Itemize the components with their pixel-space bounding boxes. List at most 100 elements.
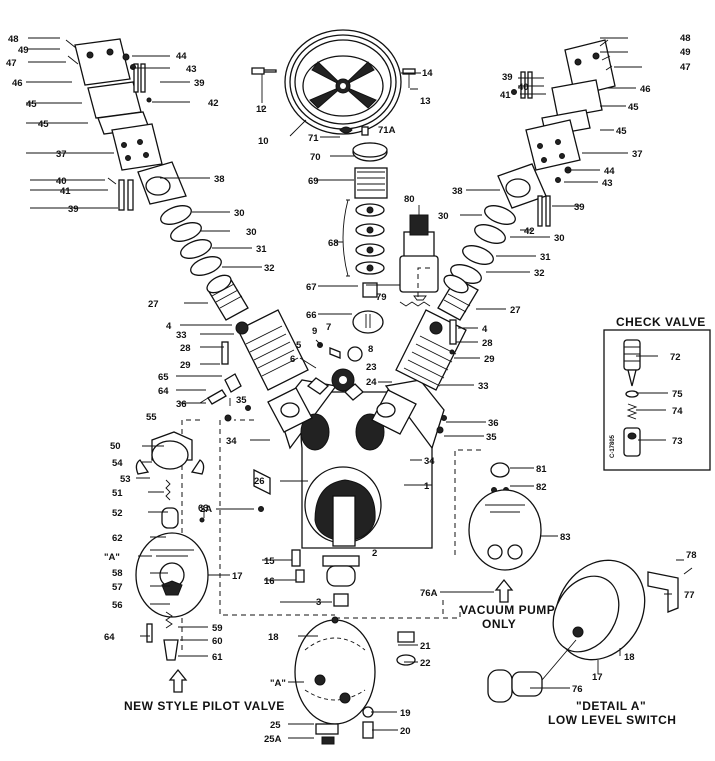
bolt-12 bbox=[251, 67, 277, 103]
label-46-left: 46 bbox=[12, 78, 23, 89]
label-39a-right: 39 bbox=[502, 72, 513, 83]
pilot-valve bbox=[135, 431, 209, 661]
label-74: 74 bbox=[672, 406, 683, 417]
label-14: 14 bbox=[422, 68, 433, 79]
label-6: 6 bbox=[290, 354, 295, 365]
label-53: 53 bbox=[120, 474, 131, 485]
label-35-left: 35 bbox=[236, 395, 247, 406]
label-1: 1 bbox=[424, 481, 430, 492]
label-30b-right: 30 bbox=[554, 233, 565, 244]
label-71a: 71A bbox=[378, 125, 396, 136]
label-44-right: 44 bbox=[604, 166, 615, 177]
label-52: 52 bbox=[112, 508, 123, 519]
caption-vacuum-pump: VACUUM PUMP bbox=[460, 603, 555, 617]
label-51: 51 bbox=[112, 488, 123, 499]
bottom-cover bbox=[294, 616, 416, 745]
label-25a: 25A bbox=[264, 734, 282, 745]
label-60: 60 bbox=[212, 636, 223, 647]
left-cylinder-group bbox=[65, 38, 313, 433]
label-38-left: 38 bbox=[214, 174, 225, 185]
label-64-top: 64 bbox=[158, 386, 169, 397]
label-22: 22 bbox=[420, 658, 431, 669]
caption-check-valve: CHECK VALVE bbox=[616, 315, 706, 329]
label-27-left: 27 bbox=[148, 299, 159, 310]
label-13: 13 bbox=[420, 96, 431, 107]
label-49-left: 49 bbox=[18, 45, 29, 56]
label-10: 10 bbox=[258, 136, 269, 147]
label-34-left: 34 bbox=[226, 436, 237, 447]
label-54: 54 bbox=[112, 458, 123, 469]
label-73: 73 bbox=[672, 436, 683, 447]
label-5: 5 bbox=[296, 340, 302, 351]
label-63: 63 bbox=[198, 503, 209, 514]
label-2: 2 bbox=[372, 548, 377, 559]
label-75: 75 bbox=[672, 389, 683, 400]
label-48-left: 48 bbox=[8, 34, 19, 45]
caption-pilot-valve: NEW STYLE PILOT VALVE bbox=[124, 699, 285, 713]
label-36-right: 36 bbox=[488, 418, 499, 429]
label-19: 19 bbox=[400, 708, 411, 719]
captions: CHECK VALVE VACUUM PUMP ONLY NEW STYLE P… bbox=[124, 315, 706, 727]
label-36-left: 36 bbox=[176, 399, 187, 410]
label-33-left: 33 bbox=[176, 330, 187, 341]
label-81: 81 bbox=[536, 464, 547, 475]
label-72: 72 bbox=[670, 352, 681, 363]
caption-low-level-switch: LOW LEVEL SWITCH bbox=[548, 713, 676, 727]
label-17-pilot: 17 bbox=[232, 571, 243, 582]
label-48-right: 48 bbox=[680, 33, 691, 44]
label-64-bottom: 64 bbox=[104, 632, 115, 643]
label-7: 7 bbox=[326, 322, 331, 333]
label-58: 58 bbox=[112, 568, 123, 579]
label-49-right: 49 bbox=[680, 47, 691, 58]
label-45a-right: 45 bbox=[628, 102, 639, 113]
label-45b-right: 45 bbox=[616, 126, 627, 137]
label-76a: 76A bbox=[420, 588, 438, 599]
label-45b-left: 45 bbox=[38, 119, 49, 130]
label-42-left: 42 bbox=[208, 98, 219, 109]
label-25: 25 bbox=[270, 720, 281, 731]
label-4-right: 4 bbox=[482, 324, 488, 335]
label-39b-left: 39 bbox=[68, 204, 79, 215]
unloader-80 bbox=[399, 205, 439, 307]
label-30b-left: 30 bbox=[246, 227, 257, 238]
label-47-left: 47 bbox=[6, 58, 17, 69]
label-62: 62 bbox=[112, 533, 123, 544]
label-29-right: 29 bbox=[484, 354, 495, 365]
label-37-right: 37 bbox=[632, 149, 643, 160]
label-38-right: 38 bbox=[452, 186, 463, 197]
drawing-code: C-17805 bbox=[610, 434, 616, 458]
part-labels: 48 49 47 46 45 45 44 43 39 42 37 38 40 4… bbox=[6, 33, 697, 745]
label-26: 26 bbox=[254, 476, 265, 487]
right-cylinder-group bbox=[371, 39, 616, 435]
label-9: 9 bbox=[312, 326, 317, 337]
label-39a-left: 39 bbox=[194, 78, 205, 89]
vacuum-parts bbox=[468, 462, 542, 571]
label-40-left: 40 bbox=[56, 176, 67, 187]
label-41-right: 41 bbox=[500, 90, 511, 101]
label-66: 66 bbox=[306, 310, 317, 321]
label-a-cover: "A" bbox=[270, 678, 286, 689]
label-15: 15 bbox=[264, 556, 275, 567]
label-45a-left: 45 bbox=[26, 99, 37, 110]
label-28-right: 28 bbox=[482, 338, 493, 349]
label-39b-right: 39 bbox=[574, 202, 585, 213]
check-valve-box bbox=[603, 329, 711, 471]
label-41-left: 41 bbox=[60, 186, 71, 197]
label-20: 20 bbox=[400, 726, 411, 737]
label-55: 55 bbox=[146, 412, 157, 423]
label-28-left: 28 bbox=[180, 343, 191, 354]
label-8: 8 bbox=[368, 344, 373, 355]
key-14 bbox=[402, 68, 416, 88]
label-80: 80 bbox=[404, 194, 415, 205]
label-3: 3 bbox=[316, 597, 321, 608]
label-47-right: 47 bbox=[680, 62, 691, 73]
label-18-detail: 18 bbox=[624, 652, 635, 663]
arrows bbox=[168, 578, 514, 693]
label-82: 82 bbox=[536, 482, 547, 493]
label-43-right: 43 bbox=[602, 178, 613, 189]
label-56: 56 bbox=[112, 600, 123, 611]
label-50: 50 bbox=[110, 441, 121, 452]
label-31-right: 31 bbox=[540, 252, 551, 263]
label-27-right: 27 bbox=[510, 305, 521, 316]
